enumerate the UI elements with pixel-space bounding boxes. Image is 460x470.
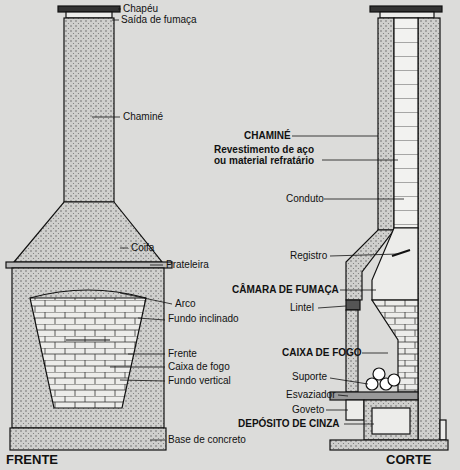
part-label: Registro xyxy=(290,250,327,261)
view-title: FRENTE xyxy=(6,453,58,467)
part-label: Esvaziador xyxy=(286,389,335,400)
view-title: CORTE xyxy=(386,453,432,467)
part-label: Fundo inclinado xyxy=(168,313,239,324)
part-label: Saída de fumaça xyxy=(121,14,197,25)
part-label: Arco xyxy=(175,298,196,309)
part-label: Chaminé xyxy=(123,111,163,122)
part-label: CAIXA DE FOGO xyxy=(282,347,362,358)
part-label: CHAMINÉ xyxy=(244,130,291,141)
part-label: CÂMARA DE FUMAÇA xyxy=(232,284,339,295)
part-label: Prateleira xyxy=(166,259,209,270)
part-label: Goveto xyxy=(292,404,324,415)
part-label: Suporte xyxy=(292,371,327,382)
part-label: Caixa de fogo xyxy=(168,361,230,372)
part-label: Fundo vertical xyxy=(168,375,231,386)
part-label: Frente xyxy=(168,348,197,359)
part-label: Lintel xyxy=(290,302,314,313)
part-label: Base de concreto xyxy=(168,434,246,445)
part-label: Chapéu xyxy=(123,3,158,14)
part-label: DEPÓSITO DE CINZA xyxy=(238,418,340,429)
part-label: Coifa xyxy=(131,242,154,253)
part-label: Conduto xyxy=(286,193,324,204)
part-label: Revestimento de aço ou material refratár… xyxy=(214,144,320,166)
